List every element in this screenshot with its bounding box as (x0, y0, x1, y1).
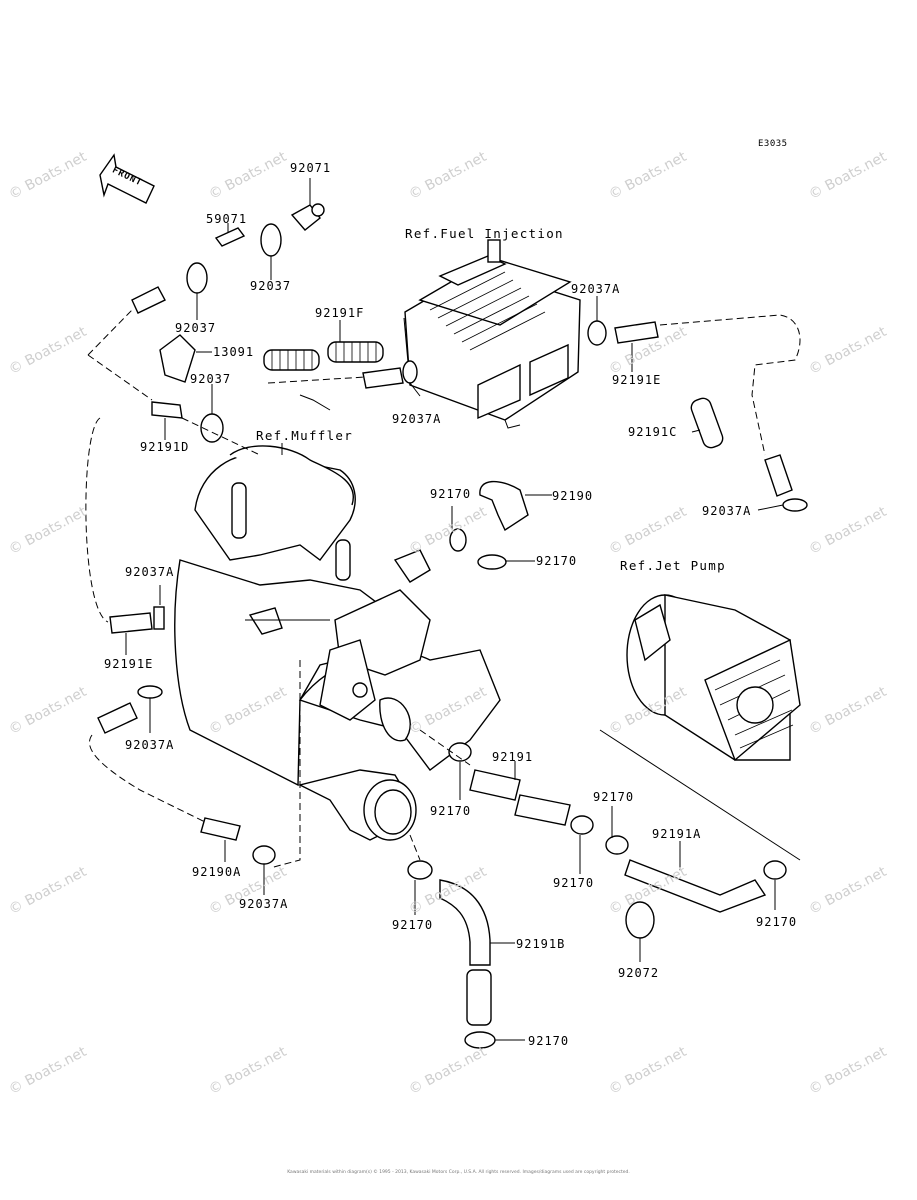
leader-lines (85, 178, 801, 1041)
part-92037A-fi-right-clamp (587, 320, 607, 346)
part-92170-clamp-c (448, 742, 472, 762)
part-label-59071[interactable]: 59071 (206, 212, 248, 226)
part-hose-upper-left (131, 286, 166, 314)
ref-fuel-injection: Ref.Fuel Injection (405, 226, 564, 241)
part-label-92037A-fi-right[interactable]: 92037A (571, 282, 621, 296)
part-label-92170-h[interactable]: 92170 (528, 1034, 570, 1048)
part-92071-fitting (290, 203, 325, 231)
part-hose-right (764, 454, 793, 497)
part-92191F-springs (263, 341, 384, 371)
part-92191D-hose (151, 401, 183, 419)
part-92037-clamp-c (200, 413, 224, 443)
part-label-92190A[interactable]: 92190A (192, 865, 242, 879)
part-label-92170-d[interactable]: 92170 (593, 790, 635, 804)
part-label-92191E-top[interactable]: 92191E (612, 373, 662, 387)
part-59071-pin (214, 227, 246, 247)
part-92170-clamp-f (763, 860, 787, 880)
part-label-92037-b[interactable]: 92037 (175, 321, 217, 335)
part-label-92037A-lower[interactable]: 92037A (125, 738, 175, 752)
part-label-92170-f[interactable]: 92170 (756, 915, 798, 929)
part-label-92191B[interactable]: 92191B (516, 937, 566, 951)
part-92191E-left-hose (109, 612, 153, 634)
part-92037A-right-clamp (782, 498, 808, 512)
ref-jet-pump: Ref.Jet Pump (620, 558, 726, 573)
part-label-92037-c[interactable]: 92037 (190, 372, 232, 386)
fuel-injection-module (403, 239, 581, 429)
part-92170-clamp-d (570, 815, 594, 835)
part-label-92170-b[interactable]: 92170 (536, 554, 578, 568)
part-92170-clamp-e (605, 835, 629, 855)
part-92191-hose (469, 769, 571, 826)
part-label-92191E-left[interactable]: 92191E (104, 657, 154, 671)
part-label-92190[interactable]: 92190 (552, 489, 594, 503)
part-label-92170-e[interactable]: 92170 (553, 876, 595, 890)
part-13091-joint (159, 334, 196, 383)
part-hose-fi-left (362, 360, 418, 389)
part-label-92072[interactable]: 92072 (618, 966, 660, 980)
part-92191B-hose (439, 879, 492, 1026)
engine-assembly (174, 445, 501, 869)
part-92037-clamp-a (260, 223, 282, 257)
part-92190-elbow (479, 480, 529, 532)
copyright-notice: Kawasaki materials within diagram(s) © 1… (287, 1170, 630, 1175)
part-92037-clamp-b (186, 262, 208, 294)
part-label-13091[interactable]: 13091 (213, 345, 255, 359)
part-label-92037A-bottom[interactable]: 92037A (239, 897, 289, 911)
part-label-92037A-right[interactable]: 92037A (702, 504, 752, 518)
part-92170-clamp-g (407, 860, 433, 880)
part-92191E-top-hose (614, 321, 659, 344)
front-arrow-icon (99, 153, 155, 204)
part-92191C-spring (690, 397, 724, 449)
part-label-92071[interactable]: 92071 (290, 161, 332, 175)
part-92191A-hose (624, 859, 767, 913)
part-92037A-left-fitting (153, 606, 165, 630)
part-label-92037A-fi-left[interactable]: 92037A (392, 412, 442, 426)
part-label-92170-g[interactable]: 92170 (392, 918, 434, 932)
part-92037A-bottom-clamp (252, 845, 276, 865)
part-hose-lower-left (97, 702, 138, 734)
part-label-92037-a[interactable]: 92037 (250, 279, 292, 293)
part-label-92191D[interactable]: 92191D (140, 440, 190, 454)
part-label-92191C[interactable]: 92191C (628, 425, 678, 439)
figure-code: E3035 (758, 139, 788, 149)
ref-muffler: Ref.Muffler (256, 428, 354, 443)
part-92170-clamp-b (477, 554, 507, 570)
part-92037A-lower-clamp (137, 685, 163, 699)
jet-pump (599, 594, 801, 861)
part-label-92170-a[interactable]: 92170 (430, 487, 472, 501)
part-label-92191[interactable]: 92191 (492, 750, 534, 764)
part-label-92037A-left[interactable]: 92037A (125, 565, 175, 579)
part-label-92170-c[interactable]: 92170 (430, 804, 472, 818)
part-label-92191A[interactable]: 92191A (652, 827, 702, 841)
part-92190A-hose (200, 817, 241, 841)
part-92170-clamp-a (449, 528, 467, 552)
part-label-92191F[interactable]: 92191F (315, 306, 365, 320)
